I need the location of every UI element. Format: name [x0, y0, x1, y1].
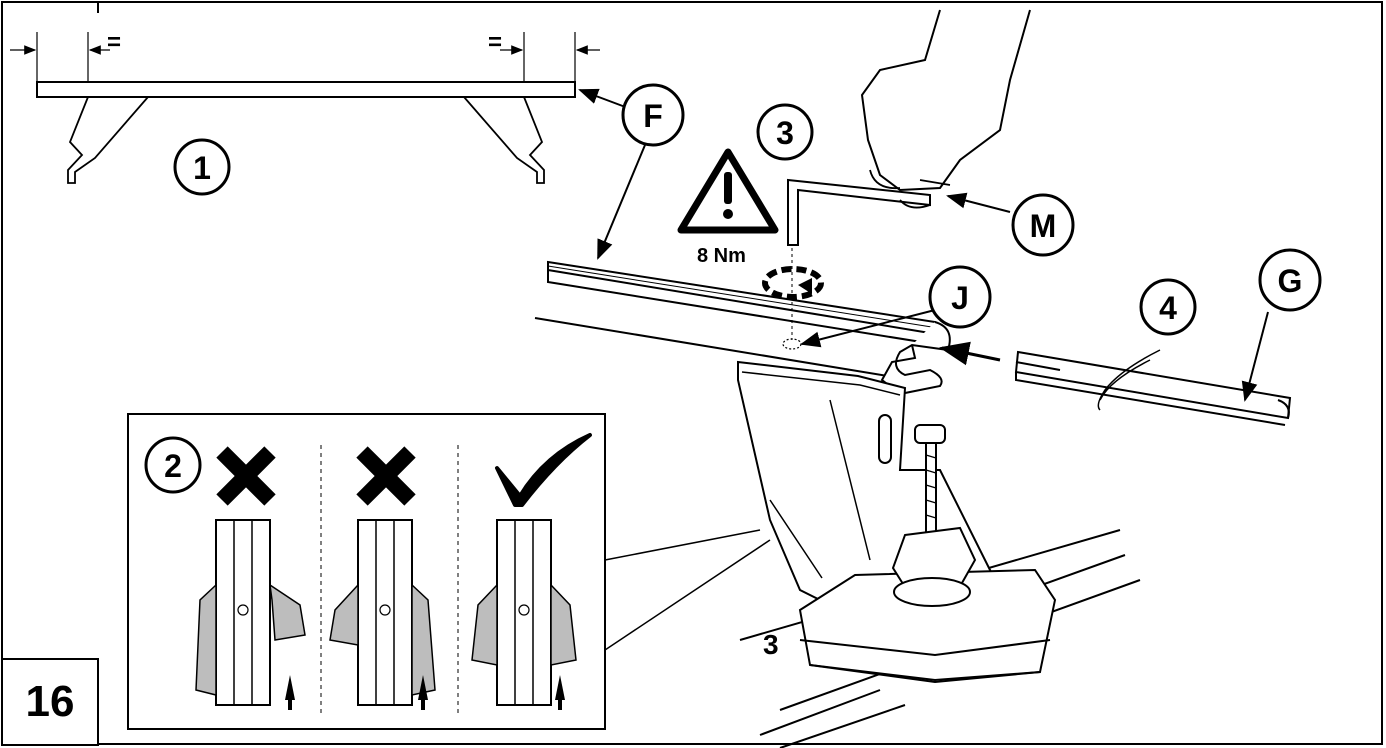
svg-text:2: 2	[164, 448, 182, 484]
svg-text:M: M	[1030, 208, 1057, 244]
svg-text:G: G	[1278, 263, 1303, 299]
svg-text:F: F	[643, 98, 663, 134]
end-cap-G	[939, 341, 1292, 426]
variant-wrong-1	[195, 519, 306, 710]
svg-text:1: 1	[193, 150, 211, 186]
variant-correct	[471, 519, 577, 710]
equal-mark-left: =	[107, 29, 121, 56]
cross-icon	[356, 446, 416, 506]
svg-text:J: J	[951, 280, 969, 316]
rotation-arrow-icon	[762, 266, 824, 300]
svg-text:3: 3	[776, 115, 794, 151]
cross-icon	[216, 446, 276, 506]
step-number: 16	[25, 677, 75, 726]
callout-G: G	[1258, 248, 1322, 312]
callout-1: 1	[173, 138, 231, 196]
callout-F: F	[621, 83, 685, 147]
inset-panel-2	[127, 413, 771, 730]
corner-tab	[1, 1, 99, 13]
callout-4: 4	[1139, 278, 1197, 336]
callout-3: 3	[756, 103, 814, 161]
roof-bar-and-foot	[534, 248, 1141, 748]
allen-key-and-hand	[787, 9, 1031, 246]
callout-M: M	[1011, 193, 1075, 257]
equal-mark-right: =	[488, 29, 502, 56]
variant-wrong-2	[329, 519, 436, 710]
svg-text:4: 4	[1159, 290, 1177, 326]
foot-position-label: 3	[763, 629, 779, 660]
callout-J: J	[928, 265, 992, 329]
bar-front-view	[10, 32, 629, 184]
step-number-box: 16	[1, 658, 99, 746]
torque-label: 8 Nm	[697, 245, 746, 267]
check-icon	[495, 433, 592, 507]
callout-2: 2	[144, 436, 202, 494]
warning-triangle-icon	[677, 148, 779, 234]
